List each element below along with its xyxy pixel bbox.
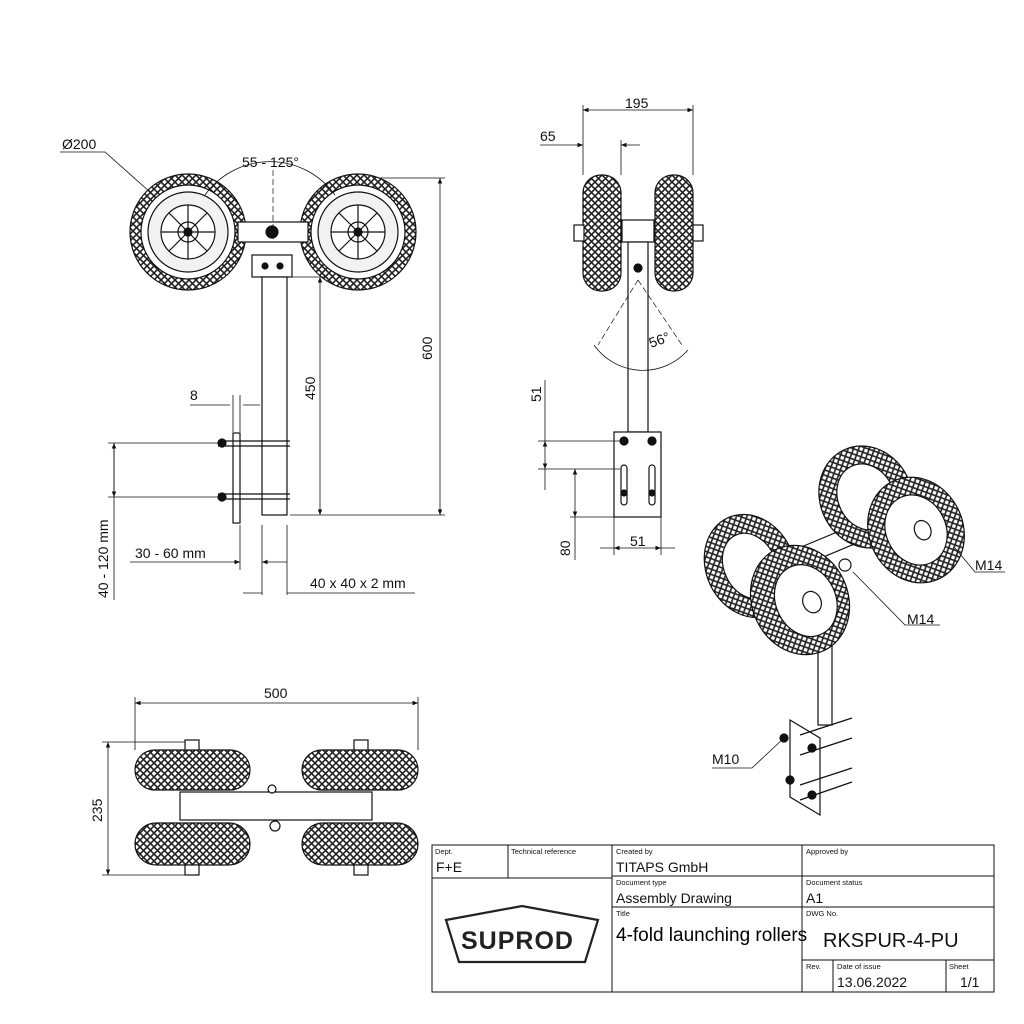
dim-top-width: 235 — [89, 798, 105, 822]
dim-angle-range: 55 - 125° — [242, 154, 299, 170]
top-view-dimensions — [102, 697, 419, 876]
callout-m14-b: M14 — [907, 611, 934, 627]
label-tech-ref: Technical reference — [511, 847, 576, 856]
value-title: 4-fold launching rollers — [616, 925, 807, 946]
label-approved-by: Approved by — [806, 847, 848, 856]
pivot-bracket — [251, 254, 293, 278]
side-view-dimensions — [538, 105, 694, 560]
dim-wheel-width: 65 — [540, 128, 556, 144]
dim-plate-thickness: 8 — [190, 387, 198, 403]
label-created-by: Created by — [616, 847, 653, 856]
value-dept: F+E — [436, 859, 462, 875]
top-wheel-1 — [134, 749, 251, 791]
label-doc-status: Document status — [806, 878, 863, 887]
top-wheel-2 — [301, 749, 419, 791]
value-created-by: TITAPS GmbH — [616, 859, 708, 875]
clamp-plate — [232, 432, 241, 524]
front-left-wheel — [129, 173, 247, 291]
top-wheel-4 — [301, 822, 419, 866]
dim-clamp-range: 40 - 120 mm — [95, 519, 111, 598]
isometric-view — [703, 445, 965, 817]
dim-tube-length: 450 — [302, 376, 318, 400]
label-doc-type: Document type — [616, 878, 666, 887]
label-rev: Rev. — [806, 962, 821, 971]
front-right-wheel — [299, 173, 417, 291]
top-wheel-3 — [134, 822, 251, 866]
value-doc-type: Assembly Drawing — [616, 890, 732, 906]
dim-side-width: 195 — [625, 95, 649, 111]
dim-tube-section: 40 x 40 x 2 mm — [310, 575, 406, 591]
label-dwg-no: DWG No. — [806, 909, 838, 918]
front-view-dimensions — [60, 151, 445, 600]
label-sheet: Sheet — [949, 962, 970, 971]
dim-offset-range: 30 - 60 mm — [135, 545, 206, 561]
dim-side-angle: 56° — [647, 329, 672, 351]
logo-text: SUPROD — [461, 927, 574, 955]
front-view — [129, 161, 417, 524]
dim-hole-spacing: 51 — [528, 386, 544, 402]
value-date: 13.06.2022 — [837, 974, 907, 990]
support-tube — [261, 276, 288, 516]
label-dept: Dept. — [435, 847, 453, 856]
dim-top-length: 500 — [264, 685, 288, 701]
side-wheel-left — [582, 174, 622, 292]
top-rocker-arm — [179, 791, 373, 821]
label-date: Date of issue — [837, 962, 881, 971]
callout-m10: M10 — [712, 751, 739, 767]
dim-overall-height: 600 — [419, 336, 435, 360]
dim-plate-width: 51 — [630, 533, 646, 549]
side-clamp-plate — [613, 431, 662, 518]
dim-slot-length: 80 — [557, 540, 573, 556]
value-dwg-no: RKSPUR-4-PU — [823, 930, 959, 952]
top-view — [134, 739, 419, 876]
side-view — [573, 174, 704, 518]
label-title: Title — [616, 909, 630, 918]
iso-leaders — [712, 547, 1005, 769]
value-doc-status: A1 — [806, 890, 823, 906]
title-block-text: Dept. F+E Technical reference Created by… — [435, 847, 980, 990]
suprod-logo: SUPROD — [444, 904, 600, 964]
side-wheel-right — [654, 174, 694, 292]
dim-wheel-diameter: Ø200 — [62, 136, 96, 152]
callout-m14-a: M14 — [975, 557, 1002, 573]
value-sheet: 1/1 — [960, 974, 980, 990]
